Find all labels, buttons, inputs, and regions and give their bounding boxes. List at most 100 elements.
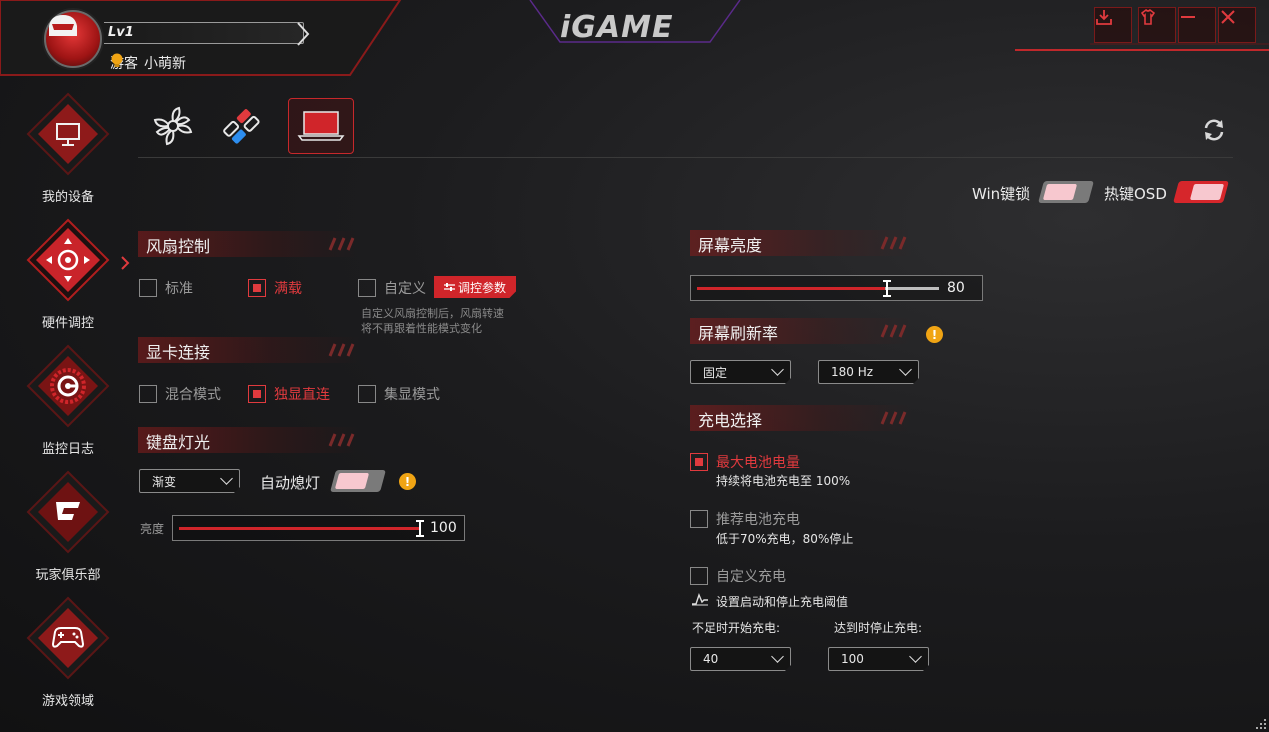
download-button[interactable] [1094,7,1132,43]
refresh-rate-header: 屏幕刷新率 [690,318,912,344]
slider-thumb[interactable] [416,520,424,537]
charge-stop-select[interactable]: 100 [828,647,929,671]
gpu-hybrid-checkbox[interactable]: 混合模式 [139,384,221,404]
checkbox-box[interactable] [248,279,266,297]
checkbox-box[interactable] [690,510,708,528]
section-title: 屏幕亮度 [698,236,763,255]
hotkey-osd-label: 热键OSD [1104,185,1167,203]
active-indicator-icon [121,256,130,270]
gauge-icon [50,368,86,404]
sidebar-item-monitor-log[interactable]: 监控日志 [20,344,116,457]
warning-icon[interactable]: ! [399,473,416,490]
sidebar-item-player-club[interactable]: 玩家俱乐部 [20,470,116,583]
fan-control-header: 风扇控制 [138,231,360,257]
checkbox-label: 推荐电池充电 [716,512,800,528]
helmet-icon [49,15,77,36]
minimize-icon [1181,16,1195,18]
sidebar-item-label: 硬件调控 [41,316,94,331]
close-button[interactable] [1218,7,1256,43]
keyboard-light-header: 键盘灯光 [138,427,360,453]
section-title: 充电选择 [698,411,763,430]
fan-icon [153,106,193,146]
win-lock-toggle[interactable] [1038,181,1094,203]
section-title: 键盘灯光 [146,433,211,452]
chevron-down-icon [771,363,784,376]
checkbox-box[interactable] [139,279,157,297]
avatar[interactable] [44,10,102,68]
skin-button[interactable] [1138,7,1176,43]
screen-brightness-header: 屏幕亮度 [690,230,912,256]
keyboard-effect-select[interactable]: 渐变 [139,469,240,493]
minimize-button[interactable] [1178,7,1216,43]
refresh-icon[interactable] [1201,117,1227,143]
gpu-switch-icon [223,109,260,144]
title-bar: Lv1 游客 小萌新 iGAME [0,0,1269,80]
slider-thumb[interactable] [883,280,891,297]
curve-icon [692,593,708,606]
sidebar-item-my-device[interactable]: 我的设备 [20,92,116,205]
charge-custom-checkbox[interactable]: 自定义充电 [690,566,786,586]
checkbox-label: 混合模式 [165,387,221,403]
hotkey-osd-toggle[interactable] [1173,181,1229,203]
refresh-rate-select[interactable]: 180 Hz [818,360,919,384]
user-name: 小萌新 [144,56,186,72]
charge-max-checkbox[interactable]: 最大电池电量 [690,452,800,472]
level-bar-end-icon [297,22,310,46]
tab-laptop[interactable] [288,98,354,154]
checkbox-box[interactable] [358,279,376,297]
auto-off-toggle[interactable] [330,470,386,492]
sidebar-item-label: 玩家俱乐部 [35,568,101,583]
gpu-discrete-checkbox[interactable]: 独显直连 [248,384,330,404]
diamond-frame-icon [26,218,110,302]
diamond-frame-icon [26,344,110,428]
fan-custom-checkbox[interactable]: 自定义 [358,278,426,298]
select-value: 固定 [703,365,728,380]
slashes-icon [880,236,907,250]
select-value: 渐变 [152,474,177,489]
slider-fill [179,527,419,530]
charge-start-label: 不足时开始充电: [692,621,781,635]
skin-icon [1140,8,1156,25]
level-progress-bar [104,22,304,44]
tab-fan[interactable] [140,98,206,154]
slider-value: 80 [947,280,965,296]
chevron-down-icon [899,363,912,376]
sliders-icon [443,283,455,291]
charge-start-select[interactable]: 40 [690,647,791,671]
tab-gpu-switch[interactable] [208,98,274,154]
slider-value: 100 [430,520,457,536]
checkbox-box[interactable] [139,385,157,403]
slashes-icon [880,324,907,338]
checkbox-box[interactable] [358,385,376,403]
charge-max-desc: 持续将电池充电至 100% [716,474,851,488]
checkbox-box[interactable] [690,567,708,585]
fan-custom-hint: 自定义风扇控制后，风扇转速 将不再跟着性能模式变化 [361,306,504,336]
sidebar-item-label: 监控日志 [41,442,94,457]
section-title: 风扇控制 [146,237,211,256]
fan-params-button[interactable]: 调控参数 [434,276,516,298]
checkbox-label: 自定义充电 [716,569,786,585]
checkbox-label: 满载 [274,281,302,297]
user-level: Lv1 [108,25,134,40]
checkbox-box[interactable] [690,453,708,471]
gpu-integrated-checkbox[interactable]: 集显模式 [358,384,440,404]
checkbox-label: 标准 [165,281,193,297]
fan-full-load-checkbox[interactable]: 满载 [248,278,302,298]
fan-standard-checkbox[interactable]: 标准 [139,278,193,298]
win-lock-label: Win键锁 [972,185,1031,203]
charge-recommended-checkbox[interactable]: 推荐电池充电 [690,509,800,529]
warning-icon[interactable]: ! [926,326,943,343]
laptop-icon [297,111,345,141]
monitor-icon [56,123,80,146]
gpu-connection-header: 显卡连接 [138,337,360,363]
sidebar-item-hardware-control[interactable]: 硬件调控 [20,218,116,331]
dpad-icon [46,238,90,282]
keyboard-brightness-slider[interactable]: 100 [172,515,465,541]
charge-recommended-desc: 低于70%充电，80%停止 [716,532,854,546]
select-value: 40 [703,652,719,666]
checkbox-box[interactable] [248,385,266,403]
screen-brightness-slider[interactable]: 80 [690,275,983,301]
sidebar-item-game-zone[interactable]: 游戏领域 [20,596,116,709]
refresh-mode-select[interactable]: 固定 [690,360,791,384]
resize-grip-icon[interactable] [1255,718,1267,730]
